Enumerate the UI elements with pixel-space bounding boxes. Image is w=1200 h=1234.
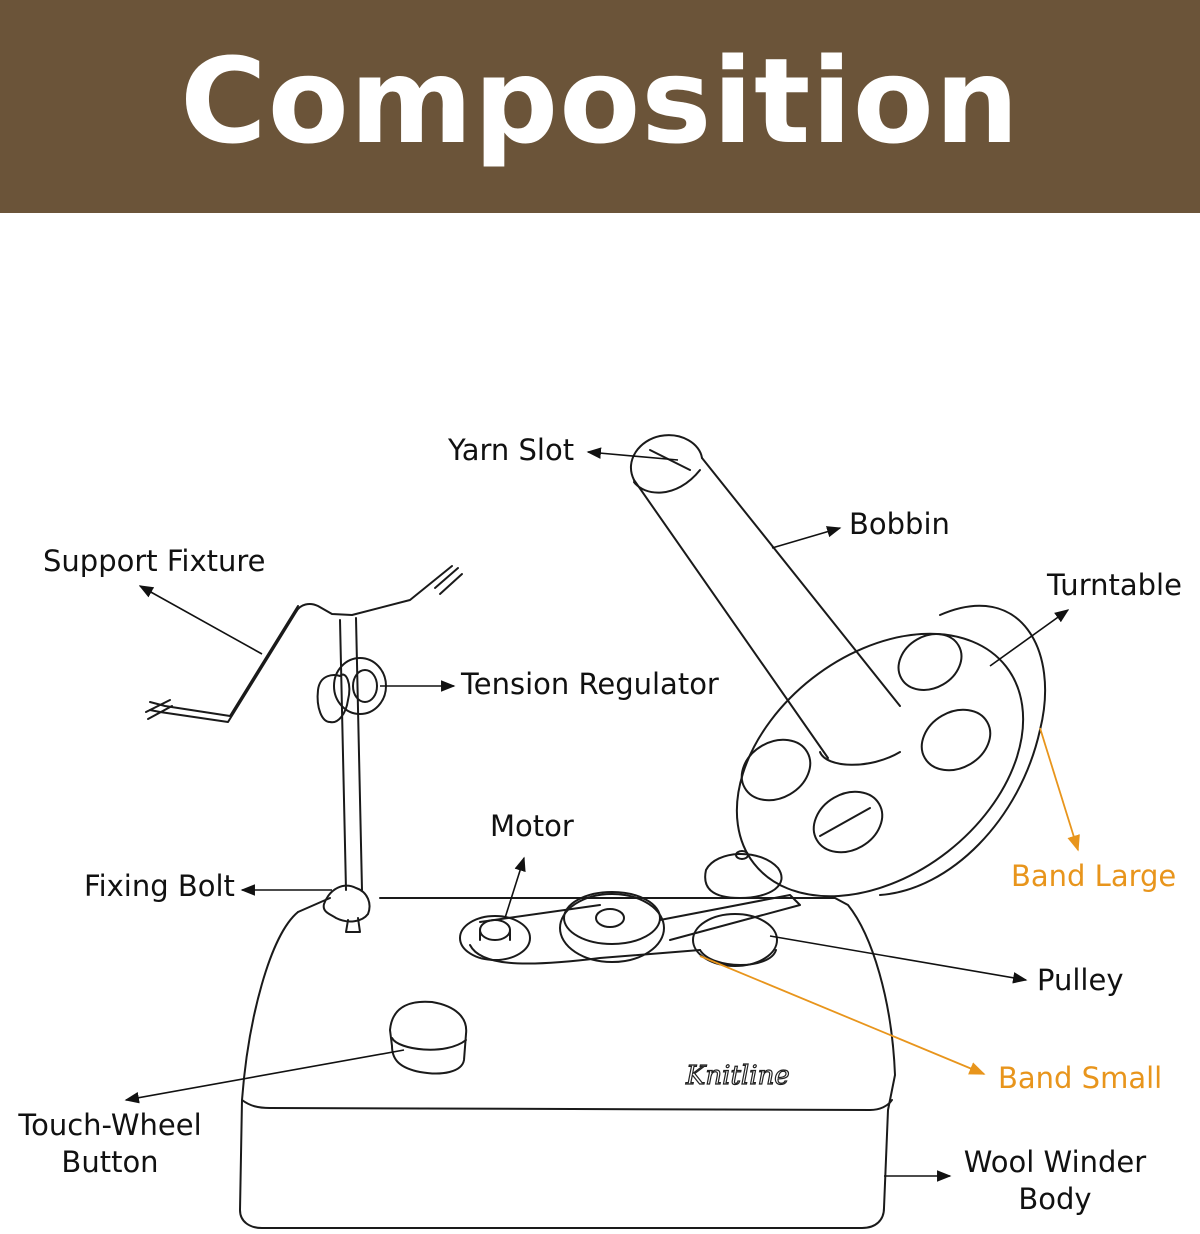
motor-shape (459, 915, 531, 961)
pulley-shape (659, 850, 801, 967)
label-bobbin: Bobbin (849, 507, 950, 541)
title-banner: Composition (0, 0, 1200, 213)
leader-turntable (989, 609, 1070, 667)
label-band-small: Band Small (998, 1061, 1163, 1095)
label-pulley: Pulley (1037, 963, 1124, 997)
leader-touch-wheel (124, 1049, 405, 1104)
label-touch-wheel-line1: Touch-Wheel (18, 1108, 202, 1142)
leader-band-small (699, 955, 986, 1075)
support-fixture-shape (145, 565, 463, 891)
label-fixing-bolt: Fixing Bolt (84, 869, 235, 903)
tension-regulator-shape (316, 657, 387, 724)
label-tension-regulator: Tension Regulator (461, 667, 719, 701)
band-small-shape (469, 904, 701, 965)
label-band-large: Band Large (1011, 859, 1177, 893)
page-title: Composition (180, 31, 1020, 170)
touch-wheel-shape (389, 1000, 468, 1075)
leader-pulley (769, 935, 1028, 984)
label-wool-winder-body: Wool Winder Body (955, 1144, 1155, 1218)
leader-support-fixture (138, 585, 263, 655)
leader-bobbin (771, 526, 842, 549)
drive-wheel-shape (559, 891, 665, 963)
label-wool-winder-line1: Wool Winder (963, 1145, 1147, 1179)
brand-mark: Knitline (685, 1061, 790, 1091)
label-support-fixture: Support Fixture (43, 544, 266, 578)
bobbin-shape (629, 434, 901, 766)
label-turntable: Turntable (1047, 568, 1182, 602)
label-touch-wheel-line2: Button (61, 1145, 159, 1179)
body-shape (239, 897, 896, 1229)
fixing-bolt-shape (322, 884, 371, 933)
label-touch-wheel-button: Touch-Wheel Button (10, 1107, 210, 1181)
label-wool-winder-line2: Body (1018, 1182, 1092, 1216)
leader-motor (504, 856, 526, 919)
label-motor: Motor (490, 809, 574, 843)
leader-yarn-slot (586, 447, 679, 461)
leader-band-large (1039, 727, 1080, 852)
label-yarn-slot: Yarn Slot (448, 433, 575, 467)
